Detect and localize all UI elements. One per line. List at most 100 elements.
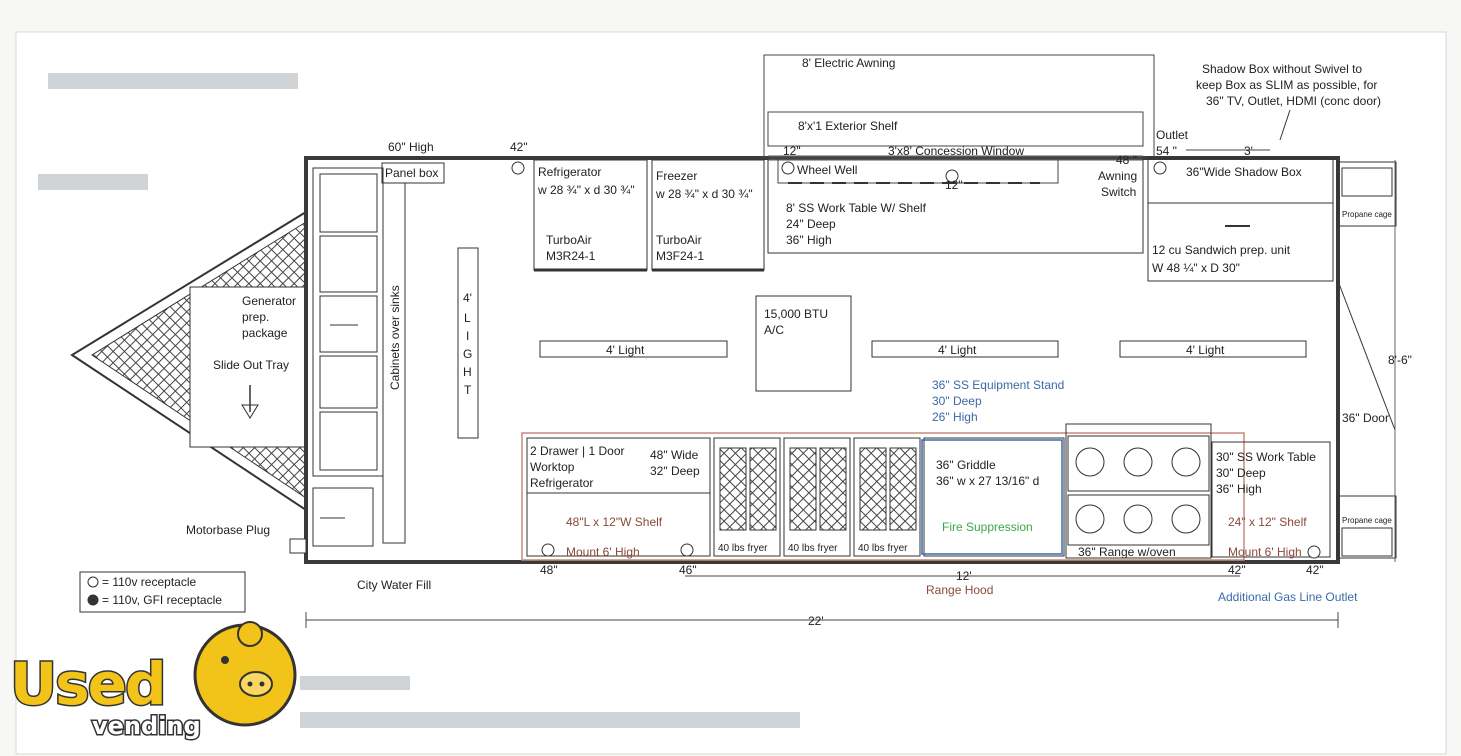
- refrigerator-title: Refrigerator: [538, 165, 601, 179]
- ac-unit: [755, 295, 852, 392]
- drawer-line5: 32" Deep: [650, 464, 700, 478]
- propane-cage-bottom-label: Propane cage: [1342, 516, 1392, 525]
- city-water: City Water Fill: [357, 578, 431, 592]
- table-right-line1: 30" SS Work Table: [1216, 450, 1316, 464]
- receptacles: [511, 161, 1321, 559]
- sandwich-prep-unit: [1147, 202, 1334, 282]
- mount-left: Mount 6' High: [566, 545, 640, 559]
- light-3: [1119, 340, 1307, 358]
- labels: 8' Electric Awning 8'x'1 Exterior Shelf …: [102, 56, 1412, 628]
- generator-line1: Generator: [242, 294, 296, 308]
- gas-outlet-label: Additional Gas Line Outlet: [1218, 590, 1358, 604]
- stand-line2: 30" Deep: [932, 394, 982, 408]
- shadow-box-label: 36"Wide Shadow Box: [1186, 165, 1302, 179]
- outlet-dim: 54 ": [1156, 144, 1177, 158]
- propane-cage-bottom: [1337, 495, 1397, 559]
- range-hood-label: Range Hood: [926, 583, 993, 597]
- vlight-4: H: [463, 365, 472, 379]
- dim-3ft: 3': [1244, 144, 1253, 158]
- stand-line3: 26" High: [932, 410, 978, 424]
- generator-line2: prep.: [242, 310, 269, 324]
- sandwich-line1: 12 cu Sandwich prep. unit: [1152, 243, 1291, 257]
- work-table-line1: 8' SS Work Table W/ Shelf: [786, 201, 927, 215]
- drawer-line2: Worktop: [530, 460, 575, 474]
- awning-dim: 48 ": [1116, 153, 1137, 167]
- dim-42b: 42": [1306, 563, 1324, 577]
- range-label: 36" Range w/oven: [1078, 545, 1176, 559]
- refrigerator-dims: w 28 ¾" x d 30 ¾": [537, 183, 635, 197]
- vlight-5: T: [464, 383, 472, 397]
- legend-gfi: = 110v, GFI receptacle: [102, 593, 222, 607]
- light-2: [871, 340, 1059, 358]
- door-36: 36" Door: [1342, 411, 1389, 425]
- awning-switch-2: Switch: [1101, 185, 1136, 199]
- work-table-line2: 24" Deep: [786, 217, 836, 231]
- work-table-right: [1211, 441, 1331, 558]
- fryer-1: 40 lbs fryer: [718, 543, 768, 554]
- cabinets-label: Cabinets over sinks: [388, 285, 402, 390]
- exterior-shelf: [767, 111, 1144, 147]
- shadow-note-2: keep Box as SLIM as possible, for: [1196, 78, 1377, 92]
- vlight-3: G: [463, 347, 472, 361]
- shadow-note-3: 36" TV, Outlet, HDMI (conc door): [1206, 94, 1381, 108]
- logo-vending-text: vending: [92, 712, 201, 740]
- fryer-2: 40 lbs fryer: [788, 543, 838, 554]
- electric-awning-label: 8' Electric Awning: [802, 56, 895, 70]
- light-1: [539, 340, 728, 358]
- legend-110v: = 110v receptacle: [102, 575, 196, 589]
- motorbase-plug: Motorbase Plug: [186, 523, 270, 537]
- panel-box-label: Panel box: [385, 166, 438, 180]
- range-with-oven: [1065, 423, 1212, 559]
- vertical-light: [457, 247, 479, 439]
- exterior-shelf-label: 8'x'1 Exterior Shelf: [798, 119, 898, 133]
- vlight-0: 4': [463, 291, 472, 305]
- dim-12: 12': [956, 569, 972, 583]
- dim-42-top: 42": [510, 140, 528, 154]
- ss-work-table: [767, 157, 1144, 254]
- refrigerator-model: M3R24-1: [546, 249, 596, 263]
- vlight-1: L: [464, 311, 471, 325]
- drawer-line3: Refrigerator: [530, 476, 593, 490]
- refrigerator: [533, 159, 648, 271]
- concession-window-label: 3'x8' Concession Window: [888, 144, 1024, 158]
- panel-box: [381, 162, 445, 184]
- light-2-label: 4' Light: [938, 343, 977, 357]
- dim-48: 48": [540, 563, 558, 577]
- griddle: [923, 437, 1065, 557]
- slide-out-tray: Slide Out Tray: [213, 358, 289, 372]
- dimension-lines: [305, 149, 1339, 628]
- vlight-2: I: [466, 329, 469, 343]
- used-vending-logo: Used vending: [9, 621, 297, 742]
- dim-22: 22': [808, 614, 824, 628]
- ac-line1: 15,000 BTU: [764, 307, 828, 321]
- window-left-dim: 12": [783, 144, 801, 158]
- light-3-label: 4' Light: [1186, 343, 1225, 357]
- work-table-line3: 36" High: [786, 233, 832, 247]
- ac-line2: A/C: [764, 323, 784, 337]
- outlet-label: Outlet: [1156, 128, 1189, 142]
- freezer-title: Freezer: [656, 169, 697, 183]
- drawer-line1: 2 Drawer | 1 Door: [530, 444, 624, 458]
- freezer: [651, 159, 765, 271]
- stand-line1: 36" SS Equipment Stand: [932, 378, 1064, 392]
- fire-suppression: Fire Suppression: [942, 520, 1033, 534]
- worktop-refrigerator: [526, 437, 711, 557]
- high-60-label: 60" High: [388, 140, 434, 154]
- window-mid-dim: 12": [945, 178, 963, 192]
- griddle-line2: 36" w x 27 13/16" d: [936, 474, 1039, 488]
- table-right-line3: 36" High: [1216, 482, 1262, 496]
- propane-cage-top-label: Propane cage: [1342, 210, 1392, 219]
- light-1-label: 4' Light: [606, 343, 645, 357]
- logo-used-text: Used: [10, 650, 164, 718]
- shelf-left: 48"L x 12"W Shelf: [566, 515, 663, 529]
- sandwich-line2: W 48 ¼" x D 30": [1152, 261, 1240, 275]
- freezer-brand: TurboAir: [656, 233, 702, 247]
- freezer-dims: w 28 ¾" x d 30 ¾": [655, 187, 753, 201]
- dim-42a: 42": [1228, 563, 1246, 577]
- griddle-line1: 36" Griddle: [936, 458, 996, 472]
- dim-46: 46": [679, 563, 697, 577]
- fryers: [713, 437, 921, 557]
- motorbase-plug-box: [289, 538, 307, 554]
- freezer-model: M3F24-1: [656, 249, 704, 263]
- table-right-line2: 30" Deep: [1216, 466, 1266, 480]
